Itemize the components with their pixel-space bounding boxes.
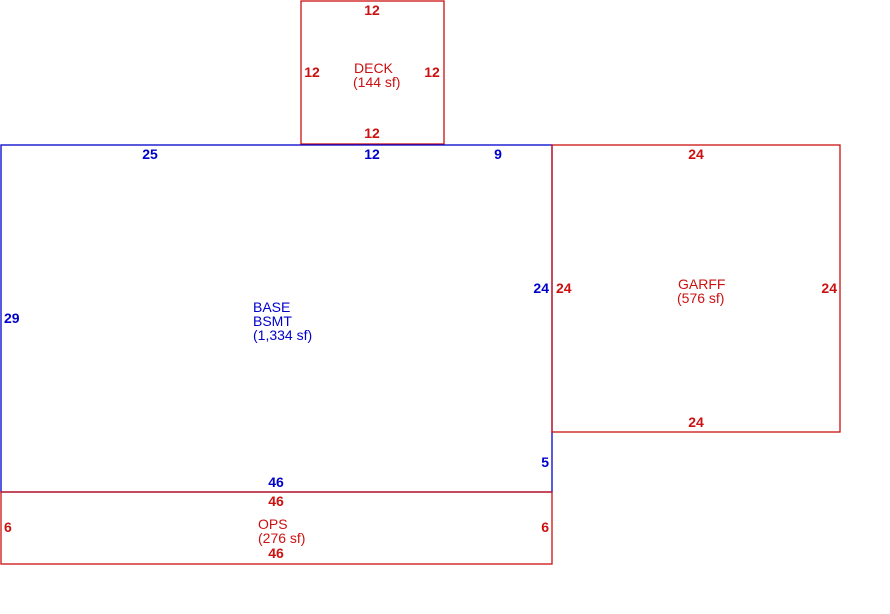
- deck-outline: [300, 0, 445, 145]
- deck-name: DECK: [354, 60, 394, 76]
- base-dim-top-b: 12: [364, 146, 380, 162]
- ops-area: 46 6 6 46 OPS (276 sf): [0, 491, 553, 565]
- ops-dim-right: 6: [541, 519, 549, 535]
- base-area: 25 12 9 29 24 5 46 BASE BSMT (1,334 sf): [0, 144, 553, 493]
- deck-area: 12 12 12 12 DECK (144 sf): [300, 0, 445, 145]
- base-name-2: BSMT: [253, 313, 292, 329]
- base-area-sf: (1,334 sf): [253, 327, 312, 343]
- ops-dim-left: 6: [4, 519, 12, 535]
- deck-dim-right: 12: [424, 64, 440, 80]
- garage-dim-bottom: 24: [688, 414, 704, 430]
- garage-dim-top: 24: [688, 146, 704, 162]
- ops-outline: [0, 491, 553, 565]
- garage-dim-left: 24: [556, 280, 572, 296]
- ops-name: OPS: [258, 516, 288, 532]
- garage-outline: [551, 144, 841, 433]
- base-dim-bottom: 46: [268, 474, 284, 490]
- garage-area: 24 24 24 24 GARFF (576 sf): [551, 144, 841, 433]
- deck-dim-top: 12: [364, 2, 380, 18]
- garage-area-sf: (576 sf): [677, 290, 724, 306]
- base-dim-right-upper: 24: [533, 280, 549, 296]
- base-dim-top-a: 25: [142, 146, 158, 162]
- base-dim-top-c: 9: [494, 146, 502, 162]
- ops-dim-bottom: 46: [268, 545, 284, 561]
- base-name: BASE: [253, 299, 290, 315]
- deck-dim-left: 12: [304, 64, 320, 80]
- deck-dim-bottom: 12: [364, 125, 380, 141]
- base-dim-left: 29: [4, 310, 20, 326]
- ops-area-sf: (276 sf): [258, 530, 305, 546]
- base-dim-right-lower: 5: [541, 454, 549, 470]
- ops-dim-top: 46: [268, 493, 284, 509]
- garage-dim-right: 24: [821, 280, 837, 296]
- deck-area-sf: (144 sf): [353, 74, 400, 90]
- garage-name: GARFF: [678, 276, 725, 292]
